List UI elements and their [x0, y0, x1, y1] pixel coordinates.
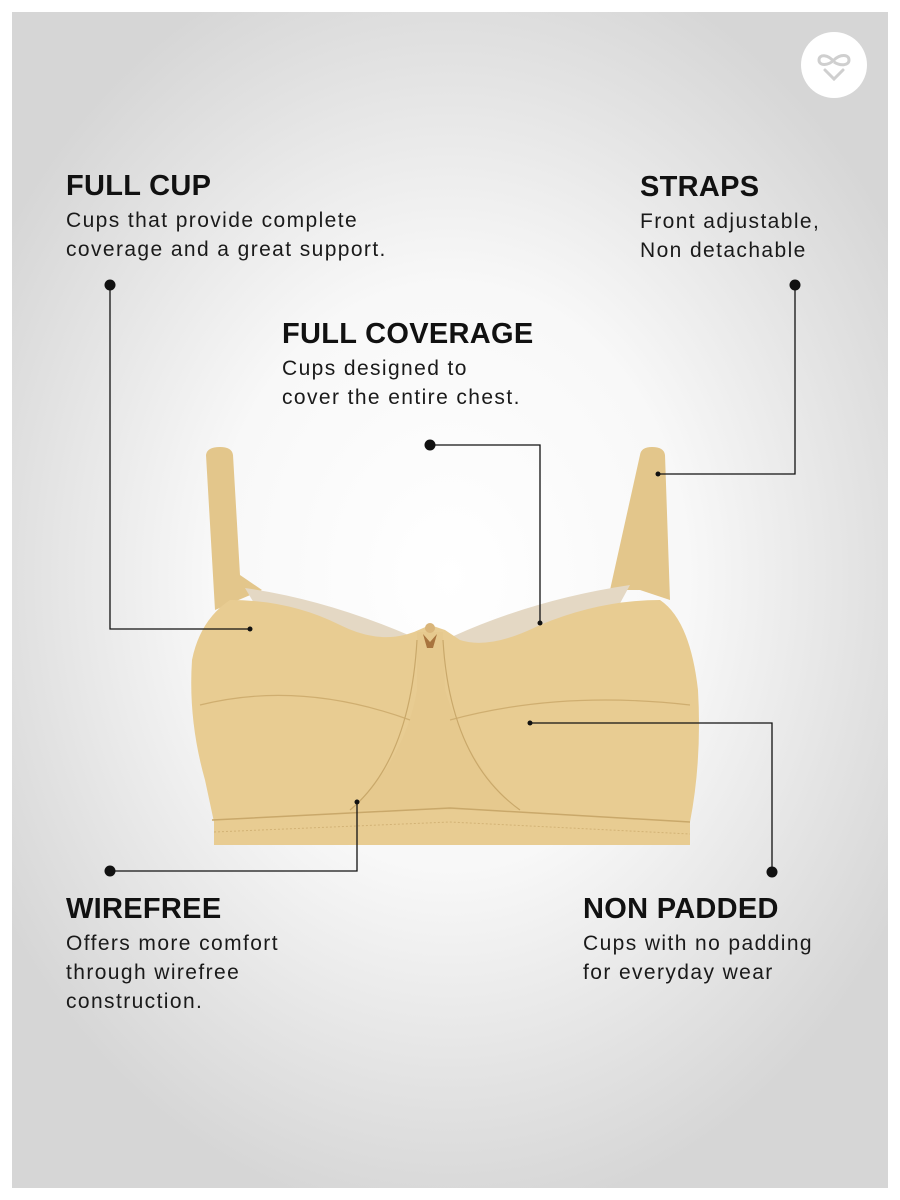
feature-title: WIREFREE	[66, 893, 222, 925]
feature-title: NON PADDED	[583, 893, 779, 925]
feature-title: STRAPS	[640, 171, 760, 203]
feature-text: Front adjustable, Non detachable	[640, 210, 821, 262]
brand-logo	[801, 32, 867, 98]
feature-full-cup: FULL CUP Cups that provide complete cove…	[66, 170, 387, 264]
callout-lines	[109, 285, 796, 872]
feature-text: Cups that provide complete coverage and …	[66, 209, 387, 261]
feature-text: Offers more comfort through wirefree con…	[66, 932, 279, 1013]
feature-full-coverage: FULL COVERAGE Cups designed to cover the…	[282, 318, 534, 412]
background-panel	[12, 12, 888, 1188]
feature-non-padded: NON PADDED Cups with no padding for ever…	[583, 893, 813, 987]
feature-title: FULL CUP	[66, 170, 212, 202]
feature-text: Cups with no padding for everyday wear	[583, 932, 813, 984]
feature-straps: STRAPS Front adjustable, Non detachable	[640, 171, 820, 265]
bow-icon	[423, 623, 437, 648]
right-strap	[610, 447, 670, 600]
feature-wirefree: WIREFREE Offers more comfort through wir…	[66, 893, 279, 1016]
infinity-heart-icon	[817, 54, 851, 82]
left-strap	[206, 447, 262, 610]
feature-text: Cups designed to cover the entire chest.	[282, 357, 521, 409]
callout-dots	[104, 279, 801, 878]
feature-title: FULL COVERAGE	[282, 318, 534, 350]
